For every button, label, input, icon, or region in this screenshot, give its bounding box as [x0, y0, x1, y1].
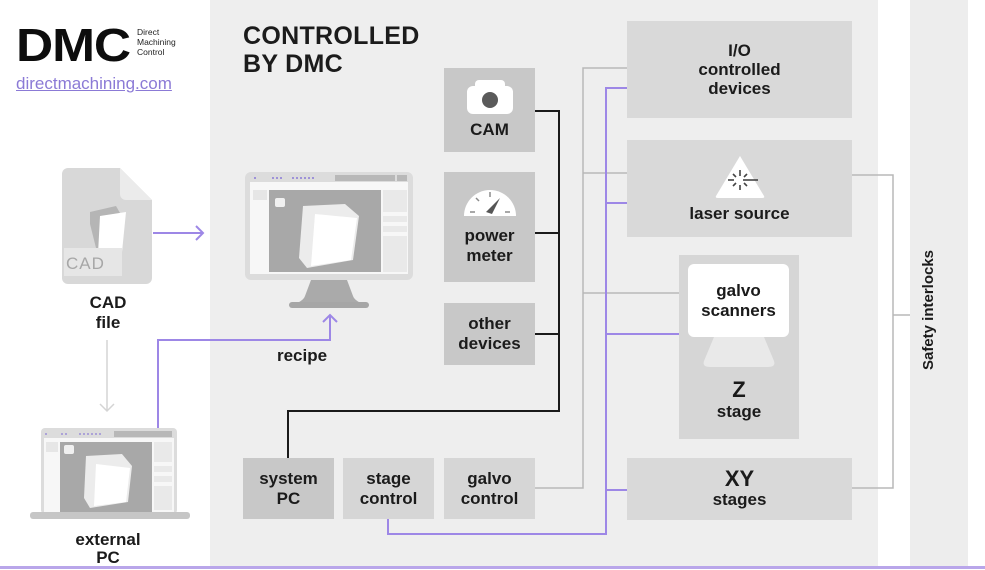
safety-interlocks-label: Safety interlocks [920, 249, 937, 371]
other-devices-box[interactable]: other devices [444, 303, 535, 365]
z-stage-label: Z stage [716, 377, 762, 422]
cad-file-icon [62, 168, 152, 284]
safety-interlocks-panel [910, 0, 968, 567]
cam-box[interactable]: CAM [444, 68, 535, 152]
gauge-icon [463, 190, 516, 216]
purple-wire-io [387, 87, 627, 535]
website-link[interactable]: directmachining.com [16, 74, 172, 93]
galvo-control-label: galvo control [460, 468, 519, 508]
cad-badge: CAD [66, 254, 105, 273]
stage-control-label: stage control [359, 468, 418, 508]
laser-source-box[interactable]: laser source [627, 140, 852, 237]
power-meter-label: power meter [464, 226, 515, 265]
black-wire-cam [287, 110, 560, 458]
power-meter-box[interactable]: power meter [444, 172, 535, 282]
recipe-label: recipe [276, 346, 328, 365]
system-pc-label: system PC [259, 468, 318, 508]
galvo-control-box[interactable]: galvo control [444, 458, 535, 519]
xy-stages-box[interactable]: XY stages [627, 458, 852, 520]
logo-subtitle: Direct Machining Control [137, 27, 176, 57]
cam-label: CAM [470, 120, 509, 139]
camera-icon [466, 80, 513, 114]
external-pc-laptop-icon [30, 428, 190, 519]
cad-file-label: CAD file [89, 293, 127, 332]
laser-warning-icon [715, 155, 764, 198]
io-devices-label: I/O controlled devices [698, 41, 781, 98]
external-pc-label: external PC [75, 530, 141, 567]
system-pc-box[interactable]: system PC [243, 458, 334, 519]
laser-source-label: laser source [689, 203, 790, 223]
external-pc-to-recipe-arrow [157, 316, 331, 428]
bottom-accent-line [0, 566, 985, 569]
dmc-logo: DMC [16, 19, 131, 71]
gray-wire-io [535, 67, 627, 489]
stage-control-box[interactable]: stage control [343, 458, 434, 519]
diagram-title: CONTROLLED BY DMC [243, 22, 420, 78]
other-devices-label: other devices [458, 314, 521, 353]
scanner-beam-cone-icon [703, 337, 775, 367]
workstation-monitor-icon [245, 172, 413, 308]
galvo-scanners-box[interactable]: galvo scanners [688, 264, 789, 337]
io-devices-box[interactable]: I/O controlled devices [627, 21, 852, 118]
xy-stages-label: XY stages [712, 466, 767, 510]
gray-wire-safety [851, 174, 894, 489]
